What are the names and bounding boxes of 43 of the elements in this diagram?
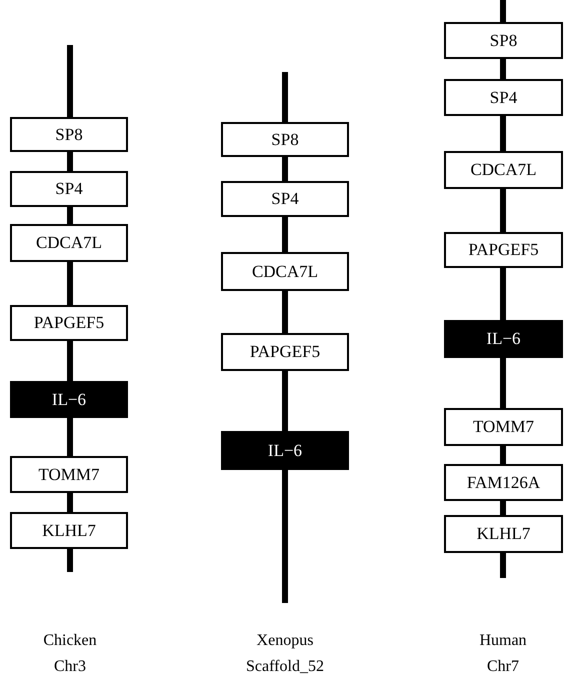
gene-box xyxy=(444,232,563,268)
gene-name: CDCA7L xyxy=(36,233,102,253)
gene-name: SP4 xyxy=(55,179,83,199)
gene-name: SP8 xyxy=(490,30,518,50)
gene-box xyxy=(444,464,563,501)
gene-name: CDCA7L xyxy=(252,262,318,282)
gene-name: PAPGEF5 xyxy=(468,240,539,260)
gene-box xyxy=(444,151,563,189)
gene-box xyxy=(221,252,349,291)
gene-box xyxy=(221,431,349,470)
gene-box xyxy=(221,333,349,371)
gene-name: SP4 xyxy=(271,189,299,209)
gene-box xyxy=(444,22,563,59)
gene-name: PAPGEF5 xyxy=(250,342,320,362)
gene-name: TOMM7 xyxy=(472,417,534,437)
gene-name: IL−6 xyxy=(486,329,521,349)
gene-name: CDCA7L xyxy=(470,160,537,180)
gene-box xyxy=(444,320,563,358)
gene-name: TOMM7 xyxy=(38,464,100,484)
gene-box xyxy=(444,79,563,116)
gene-name: IL−6 xyxy=(52,390,86,410)
gene-box xyxy=(10,456,128,493)
gene-name: KLHL7 xyxy=(42,520,96,540)
gene-box xyxy=(10,224,128,262)
gene-name: IL−6 xyxy=(268,440,302,460)
species-chromosome-label: Human Chr7 xyxy=(478,631,528,677)
gene-box xyxy=(444,515,563,553)
gene-box xyxy=(221,122,349,157)
gene-name: SP4 xyxy=(490,88,518,108)
species-chromosome-label: Chicken Chr3 xyxy=(42,631,98,677)
gene-name: SP8 xyxy=(271,130,299,150)
gene-name: PAPGEF5 xyxy=(34,313,104,333)
gene-name: KLHL7 xyxy=(476,524,530,544)
species-chromosome-label: Xenopus Scaffold_52 xyxy=(245,631,325,677)
gene-box xyxy=(221,181,349,217)
gene-box xyxy=(10,305,128,341)
gene-box xyxy=(10,512,128,549)
gene-box xyxy=(10,171,128,207)
gene-name: SP8 xyxy=(55,124,83,144)
gene-box xyxy=(10,117,128,152)
gene-box xyxy=(444,408,563,446)
gene-box xyxy=(10,381,128,418)
gene-name: FAM126A xyxy=(466,472,540,492)
